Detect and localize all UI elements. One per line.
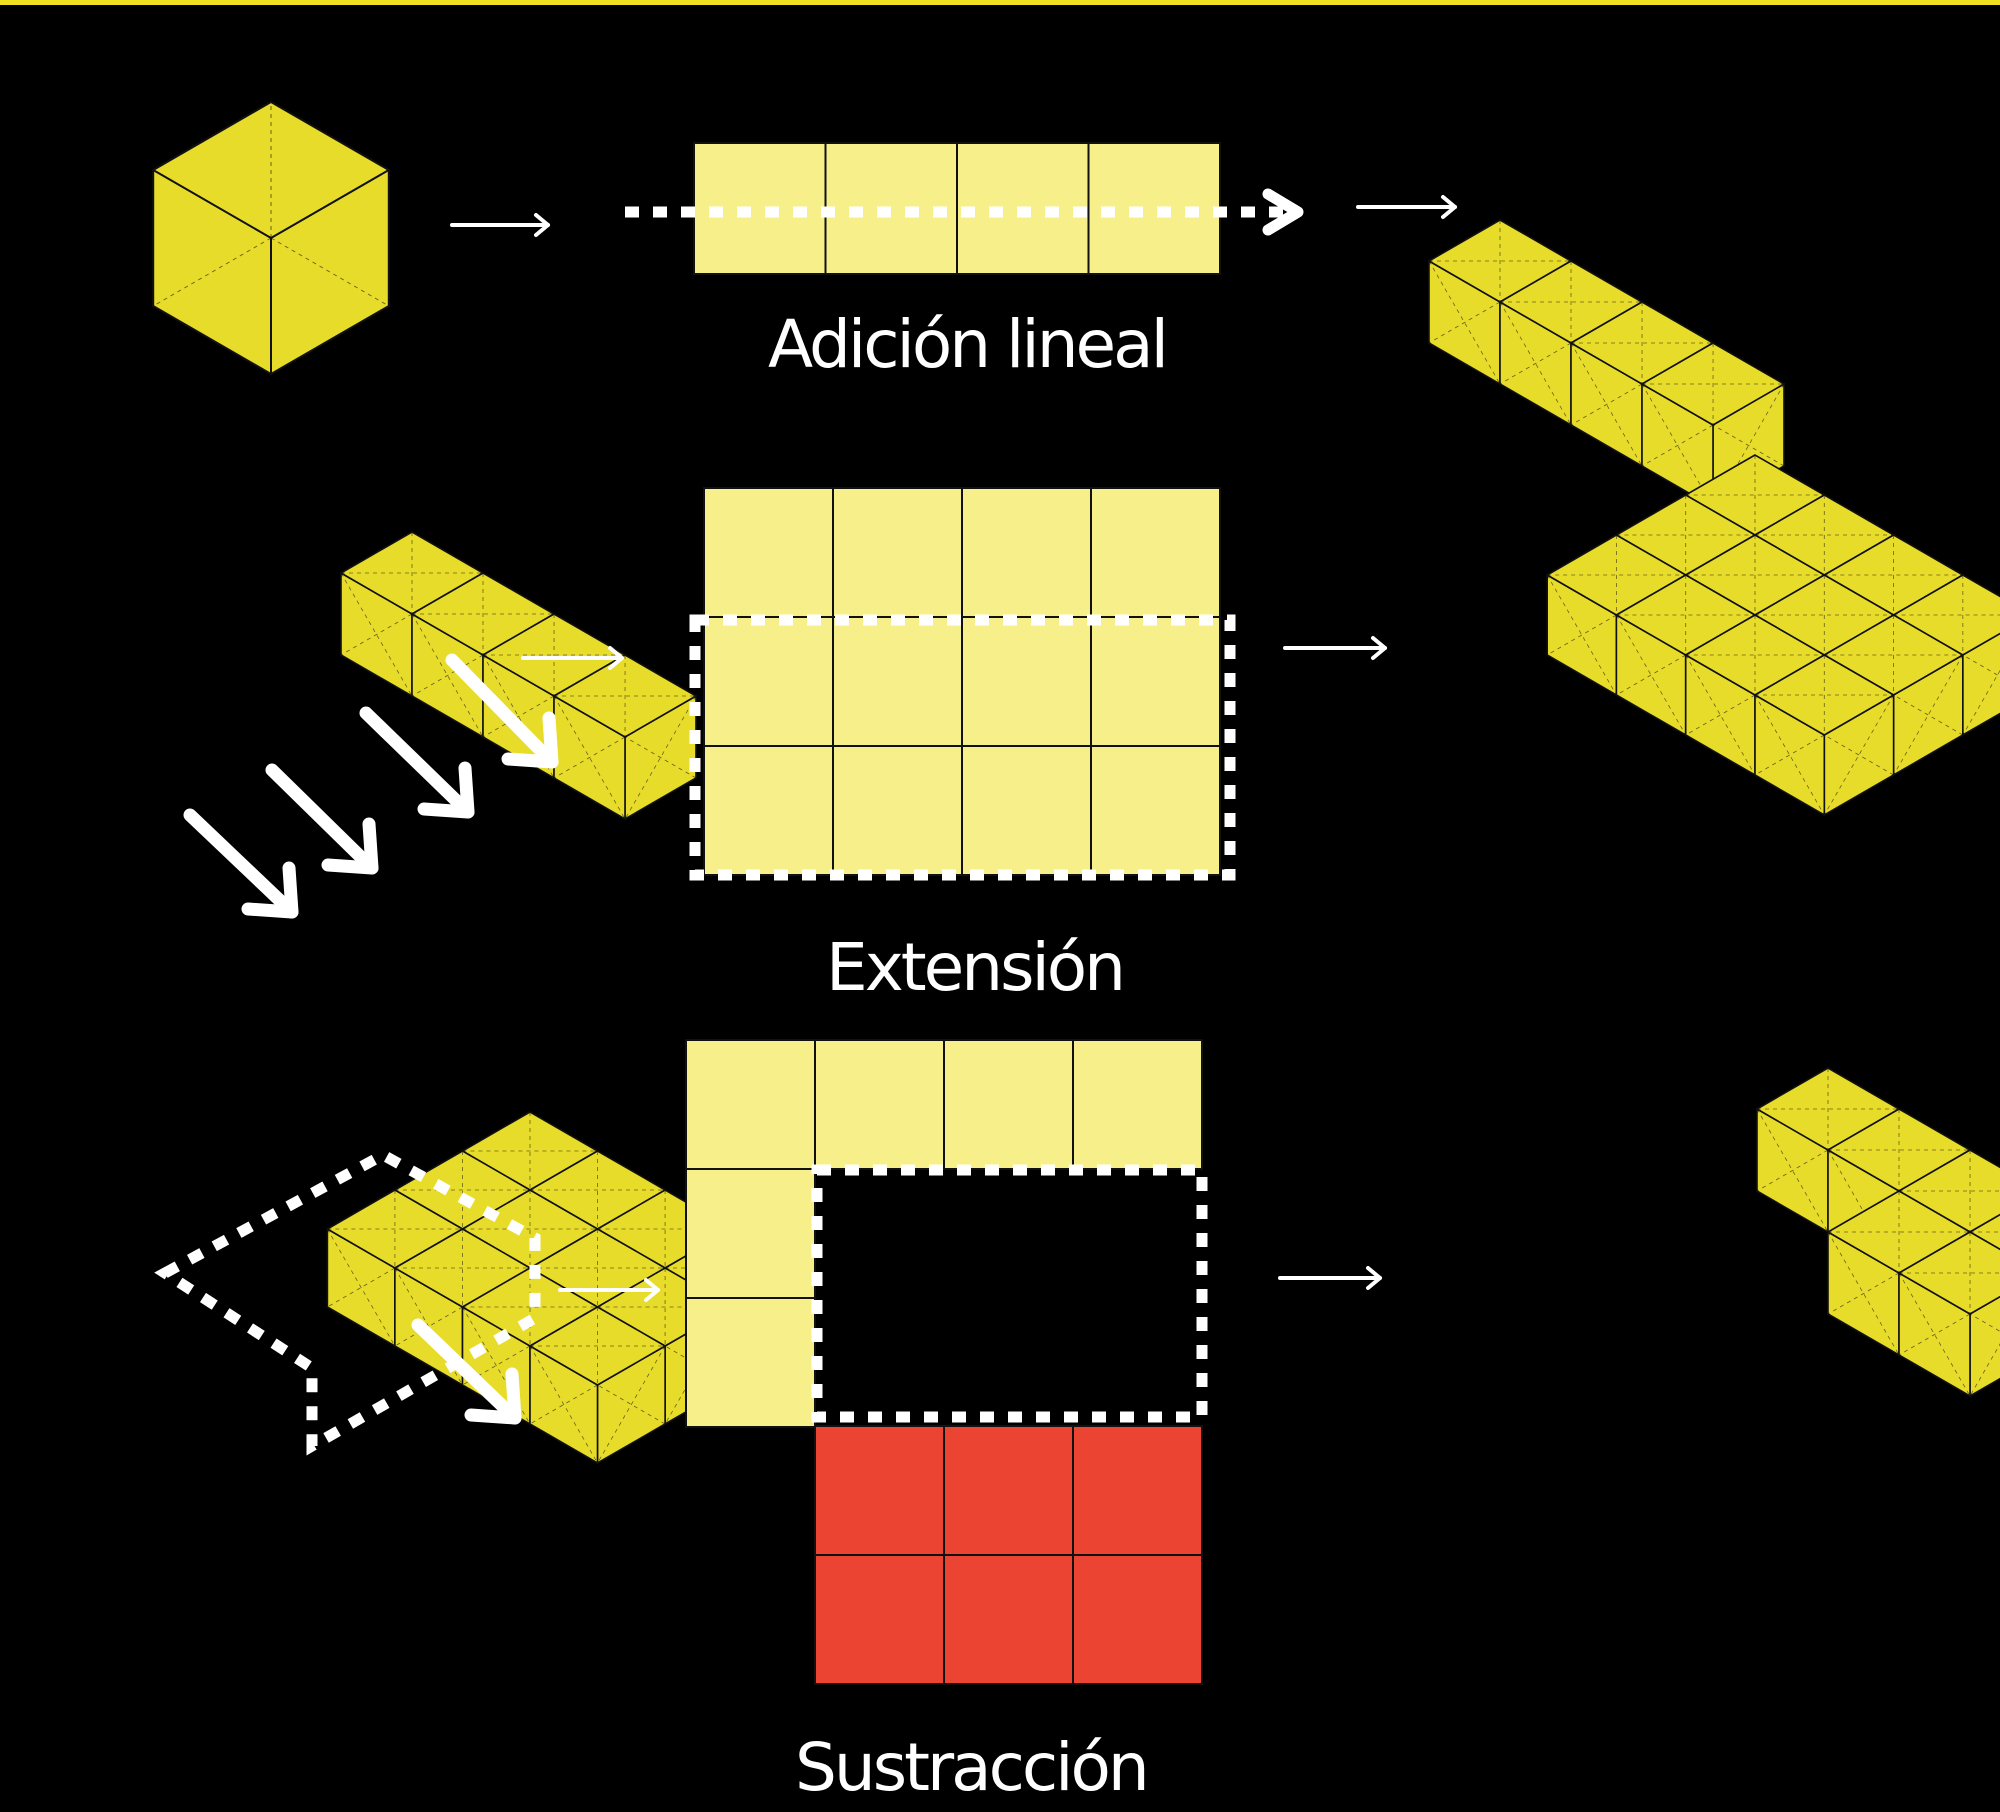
plan-cell [1090,487,1221,618]
extrusion-arrow-head [501,711,559,769]
cube-diagonal [1685,694,1756,736]
cube-diagonal [411,654,484,697]
cube-diagonal [1499,342,1572,385]
cube-top-face [1968,1213,2000,1251]
cube-diagonal [553,736,626,779]
cube-diagonal [1546,574,1617,696]
start-cube-volume [152,100,390,376]
extension-result-volume [1545,454,2000,817]
cube-diagonal [529,1384,598,1425]
cube-edge [152,169,272,239]
cube-diagonal [664,1345,733,1386]
cube-diagonal [1546,614,1617,656]
plan-cell [814,1425,945,1556]
cube-diagonal [1754,694,1825,816]
cube-diagonal [394,1306,463,1347]
extension-caption: Extensión [826,929,1123,1006]
cube-diagonal [1962,654,2000,677]
plan-cell [961,616,1092,747]
cube-diagonal [1428,301,1501,344]
cube-diagonal [1827,1272,1900,1315]
cube-diagonal [1893,694,1964,736]
subtraction-selection [811,1164,1208,1423]
extrusion-arrow-head [321,817,379,875]
cube-diagonal [624,736,697,779]
plan-cell [814,1039,945,1170]
plan-cell [832,616,963,747]
thin-arrow-head [534,213,550,237]
thin-arrow-head [644,1278,660,1302]
cube-diagonal [529,1345,598,1464]
cube-diagonal [597,1384,666,1425]
plan-cell [943,1554,1074,1685]
plan-cell [685,1297,816,1428]
extension-start-frame [339,531,698,821]
extension-plan [703,487,1221,876]
cube-diagonal [1898,1313,1971,1356]
dashed-selections [154,188,1304,1456]
cube-diagonal [482,695,555,738]
extrusion-arrow-head [417,761,475,819]
plan-cell [1090,616,1221,747]
plan-cell [685,1039,816,1170]
cube-diagonal [1823,694,1894,816]
plan-cell [961,487,1092,618]
cube-diagonal [1685,654,1756,776]
cube-diagonal [1641,424,1714,467]
cube-diagonal [1824,734,1894,776]
cube-diagonal [270,237,390,307]
extrusion-arrow-line [359,706,475,819]
plan-cell [1072,1425,1203,1556]
cube-diagonal [1570,383,1643,426]
cube-diagonal [327,1267,396,1308]
subtraction-removed-plan [814,1425,1203,1685]
plan-cell [703,487,834,618]
thin-arrow-head [608,646,624,670]
subtraction-caption: Sustracción [795,1729,1147,1806]
extrusion-arrow-head [241,861,299,919]
thin-arrow-head [1366,1266,1382,1290]
extrusion-arrow-line [265,763,379,875]
plan-cell [1072,1554,1203,1685]
top-border [0,0,2000,5]
plan-cell [1072,1039,1203,1170]
cube-diagonal [1616,614,1687,736]
plan-cell [943,1039,1074,1170]
thin-arrow-head [1441,195,1457,219]
cube-diagonal [1712,424,1785,467]
plan-cell [703,745,834,876]
subtraction-result-volume [1755,1067,2000,1398]
extrusion-arrow-line [445,653,559,769]
extrusion-arrow-line [183,808,299,919]
cube-diagonal [1756,1149,1829,1192]
cube-diagonal [1754,734,1825,776]
plan-cell [943,1425,1074,1556]
cube-diagonal [1616,654,1686,696]
plan-cell [961,745,1092,876]
plan-cell [1090,745,1221,876]
cube-diagonal [152,237,272,307]
cube-diagonal [327,1228,396,1347]
plan-cell [832,487,963,618]
extrusion-arrow-line [411,1318,522,1425]
subtraction-result-frame [1755,1067,2000,1398]
extension-start-volume [339,531,698,821]
plan-cell [832,745,963,876]
linear-direction-arrowhead [1262,188,1304,236]
cube-diagonal [1893,654,1964,776]
thin-arrow-head [1371,636,1387,660]
plan-cell [685,1168,816,1299]
arrows [183,195,1457,1425]
extrusion-arrow-head [464,1367,522,1425]
cube-diagonal [340,613,413,656]
cube-diagonal [1962,669,2000,736]
plan-cell [814,1554,945,1685]
plan-cell [703,616,834,747]
extension-result-frame [1545,454,2000,817]
cube-edge [270,169,390,239]
cube-diagonal [597,1345,666,1464]
linear-addition-caption: Adición lineal [768,306,1166,383]
